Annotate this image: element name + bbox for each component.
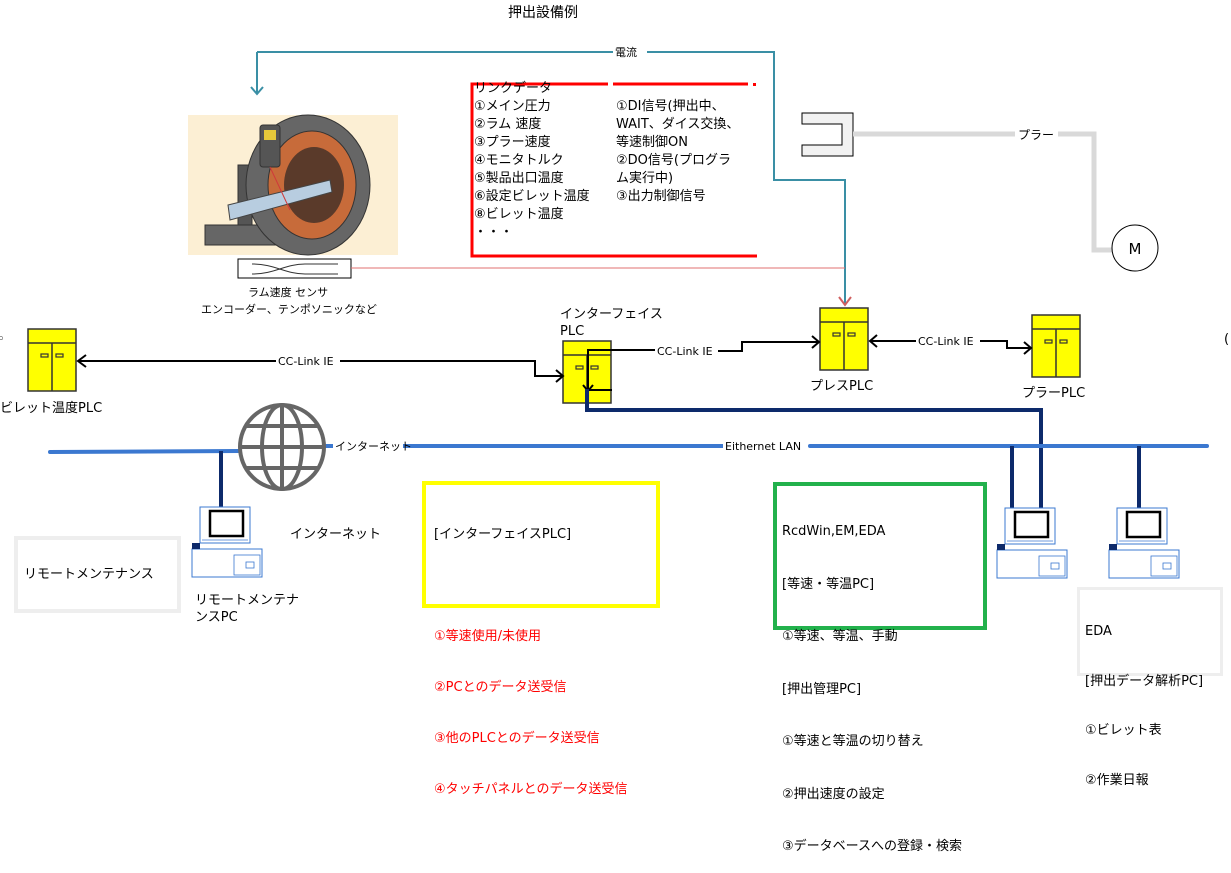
eda-box-line: ②作業日報 — [1085, 772, 1149, 788]
remote-pc-label-1: リモートメンテナ — [195, 593, 299, 608]
extruder-illustration — [188, 114, 398, 256]
pc-box-line: [等速・等温PC] — [782, 576, 875, 592]
link-data-item: ④モニタトルク — [474, 153, 564, 168]
link-data-item: ①DI信号(押出中、 — [616, 99, 725, 114]
interface-box-item: ③他のPLCとのデータ送受信 — [434, 731, 600, 746]
management-pc-icon[interactable] — [995, 506, 1069, 580]
diagram-title: 押出設備例 — [508, 5, 578, 21]
motor-icon — [1111, 224, 1159, 272]
link-data-item: ③プラー速度 — [474, 135, 551, 150]
press-plc-icon[interactable] — [819, 307, 869, 371]
pc-box-line: ①等速と等温の切り替え — [782, 734, 924, 749]
puller-plc-label: プラーPLC — [1022, 386, 1085, 401]
link-data-right-column: ①DI信号(押出中、 WAIT、ダイス交換、 等速制御ON ②DO信号(プログラ… — [616, 98, 739, 206]
link-data-item: ム実行中) — [616, 171, 674, 186]
link-data-item: ②ラム 速度 — [474, 117, 542, 132]
pc-description-box: RcdWin,EM,EDA [等速・等温PC] ①等速、等温、手動 [押出管理P… — [773, 482, 987, 854]
cc-link-label-1: CC-Link IE — [278, 355, 334, 368]
billet-temp-plc-icon[interactable] — [27, 328, 77, 392]
link-data-text: リンクデータ ①メイン圧力 ②ラム 速度 ③プラー速度 ④モニタトルク ⑤製品出… — [474, 80, 774, 240]
remote-maintenance-pc-icon[interactable] — [190, 505, 264, 579]
link-data-item: ⑥設定ビレット温度 — [474, 189, 590, 204]
link-data-item: ・・・ — [474, 225, 514, 240]
edge-fragment-right: ( — [1224, 332, 1229, 347]
interface-plc-description-box: [インターフェイスPLC] ①等速使用/未使用 ②PCとのデータ送受信 ③他のP… — [422, 481, 660, 797]
eda-pc-icon[interactable] — [1107, 506, 1181, 580]
sensor-label-1: ラム速度 センサ — [248, 285, 328, 299]
link-data-item: ⑧ビレット温度 — [474, 207, 564, 222]
remote-maintenance-label: リモートメンテナンス — [24, 567, 154, 582]
cc-link-label-2: CC-Link IE — [657, 345, 713, 358]
cc-link-billet — [76, 354, 565, 383]
ethernet-label: Eithernet LAN — [725, 440, 801, 453]
puller-label: プラー — [1018, 128, 1054, 142]
remote-pc-label-2: ンスPC — [195, 610, 238, 625]
cc-link-label-3: CC-Link IE — [918, 335, 974, 348]
internet-line-label: インターネット — [335, 440, 412, 453]
billet-temp-plc-label: ビレット温度PLC — [0, 400, 102, 416]
interface-box-item: ②PCとのデータ送受信 — [434, 680, 567, 695]
sensor-label-2: エンコーダー、テンポソニックなど — [201, 302, 377, 316]
interface-box-item: ④タッチパネルとのデータ送受信 — [434, 782, 628, 797]
link-data-item: WAIT、ダイス交換、 — [616, 117, 740, 132]
remote-maintenance-box: リモートメンテナンス — [14, 536, 181, 613]
edge-fragment-left: ◦ — [0, 332, 5, 347]
link-data-item: 等速制御ON — [616, 135, 688, 150]
interface-plc-label-2: PLC — [560, 324, 584, 339]
eda-box-line: [押出データ解析PC] — [1085, 673, 1204, 689]
link-data-item: ③出力制御信号 — [616, 189, 706, 204]
globe-icon — [238, 403, 326, 491]
eda-description-box: EDA [押出データ解析PC] ①ビレット表 ②作業日報 — [1077, 587, 1223, 788]
link-data-item: ②DO信号(プログラ — [616, 153, 731, 168]
link-data-box — [470, 82, 757, 258]
current-line — [250, 51, 852, 307]
eda-box-line: EDA — [1085, 624, 1112, 639]
puller-plc-icon[interactable] — [1031, 314, 1081, 378]
interface-lan-link — [585, 389, 1043, 517]
interface-box-item: ①等速使用/未使用 — [434, 629, 542, 644]
eda-box-line: ①ビレット表 — [1085, 723, 1162, 738]
pc-box-line: ③データベースへの登録・検索 — [782, 839, 963, 854]
link-data-item: ①メイン圧力 — [474, 99, 551, 114]
press-plc-label: プレスPLC — [810, 379, 873, 394]
diagram-canvas: 押出設備例 電流 ラム速度 センサ エンコーダー、テンポソニックなど — [0, 5, 1229, 625]
pc-box-line: ①等速、等温、手動 — [782, 629, 898, 644]
link-data-heading: リンクデータ — [474, 81, 553, 96]
ethernet-lan-line — [48, 444, 1209, 454]
link-data-item: ⑤製品出口温度 — [474, 171, 564, 186]
interface-box-heading: [インターフェイスPLC] — [434, 527, 572, 542]
pc-box-line: ②押出速度の設定 — [782, 786, 885, 802]
internet-text: インターネット — [290, 527, 381, 542]
motor-label: M — [1129, 240, 1142, 258]
interface-plc-label-1: インターフェイス — [560, 307, 663, 322]
pc-box-line: [押出管理PC] — [782, 681, 862, 697]
current-label: 電流 — [615, 45, 637, 59]
ram-speed-sensor — [237, 258, 352, 279]
cc-link-puller — [868, 334, 1033, 355]
puller-gripper-icon — [801, 112, 854, 157]
pc-box-line: RcdWin,EM,EDA — [782, 524, 886, 539]
link-data-left-column: リンクデータ ①メイン圧力 ②ラム 速度 ③プラー速度 ④モニタトルク ⑤製品出… — [474, 80, 590, 242]
